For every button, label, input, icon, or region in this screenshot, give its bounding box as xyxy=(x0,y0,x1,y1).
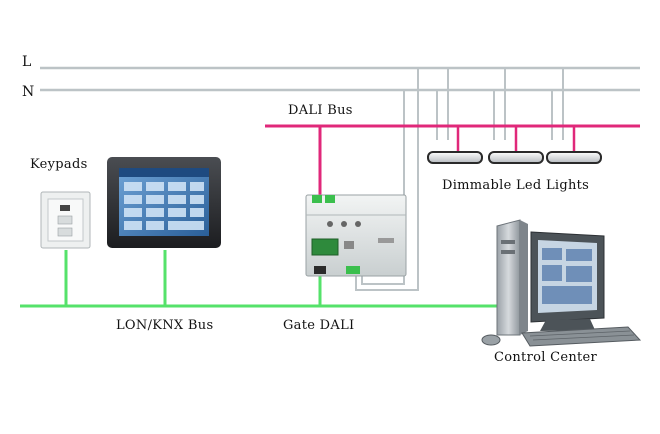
line-l-label: L xyxy=(22,54,32,70)
led-light xyxy=(427,151,483,164)
keypads-label: Keypads xyxy=(30,157,88,172)
mains-lines xyxy=(40,66,640,291)
lon-knx-bus-label: LON/KNX Bus xyxy=(116,318,214,333)
dali-bus xyxy=(265,124,640,195)
gate-dali-label: Gate DALI xyxy=(283,318,355,333)
keypad-device xyxy=(40,191,91,249)
led-lights-label: Dimmable Led Lights xyxy=(442,178,590,193)
touch-panel-device xyxy=(107,157,221,248)
lon-knx-bus xyxy=(20,250,500,308)
led-light xyxy=(546,151,602,164)
control-center-computer xyxy=(481,219,642,347)
dali-bus-label: DALI Bus xyxy=(288,103,353,118)
gate-dali-device xyxy=(305,194,407,277)
led-light xyxy=(488,151,544,164)
line-n-label: N xyxy=(22,84,35,100)
control-center-label: Control Center xyxy=(494,350,598,365)
